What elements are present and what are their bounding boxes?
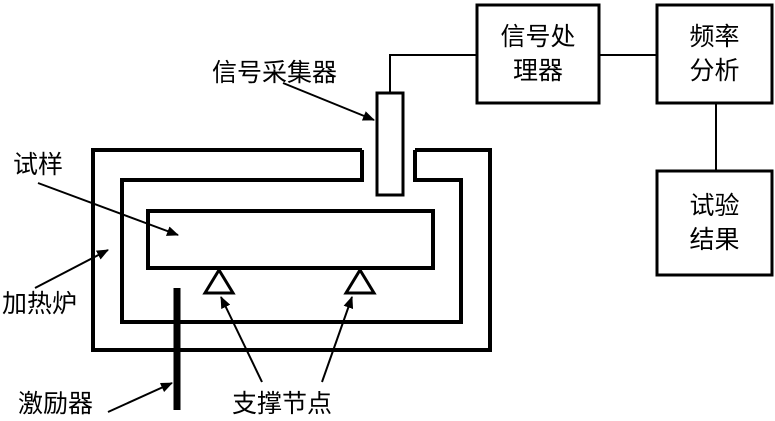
arrow-to-support-left [220, 296, 263, 383]
test-result-line1: 试验 [689, 191, 740, 220]
support-nodes-label: 支撑节点 [232, 389, 333, 418]
specimen-bar [146, 209, 435, 270]
signal-collector-probe [375, 91, 405, 197]
probe-to-processor-line [389, 54, 477, 93]
frequency-analysis-text: 频率 分析 [657, 5, 772, 103]
signal-processor-box [475, 3, 601, 105]
signal-processor-line2: 理器 [512, 56, 563, 85]
test-result-text: 试验 结果 [657, 171, 772, 275]
exciter-label: 激励器 [18, 389, 94, 418]
arrow-to-exciter [107, 382, 173, 413]
signal-collector-label: 信号采集器 [212, 58, 338, 87]
frequency-analysis-box [655, 3, 774, 105]
arrow-to-furnace [34, 249, 109, 289]
test-result-line2: 结果 [689, 225, 740, 254]
arrow-to-probe [282, 82, 375, 121]
signal-processor-line1: 信号处 [500, 22, 576, 51]
test-result-box [655, 169, 774, 277]
support-node-right [343, 267, 377, 295]
arrow-to-specimen [37, 182, 179, 236]
specimen-label: 试样 [13, 150, 64, 179]
furnace-outer-wall [91, 148, 492, 352]
support-node-left [202, 267, 236, 295]
furnace-inner-wall [120, 150, 463, 324]
signal-processor-text: 信号处 理器 [477, 5, 599, 103]
frequency-analysis-line2: 分析 [689, 56, 740, 85]
frequency-analysis-line1: 频率 [689, 22, 740, 51]
furnace-label: 加热炉 [2, 289, 78, 318]
arrow-to-support-right [321, 296, 354, 383]
